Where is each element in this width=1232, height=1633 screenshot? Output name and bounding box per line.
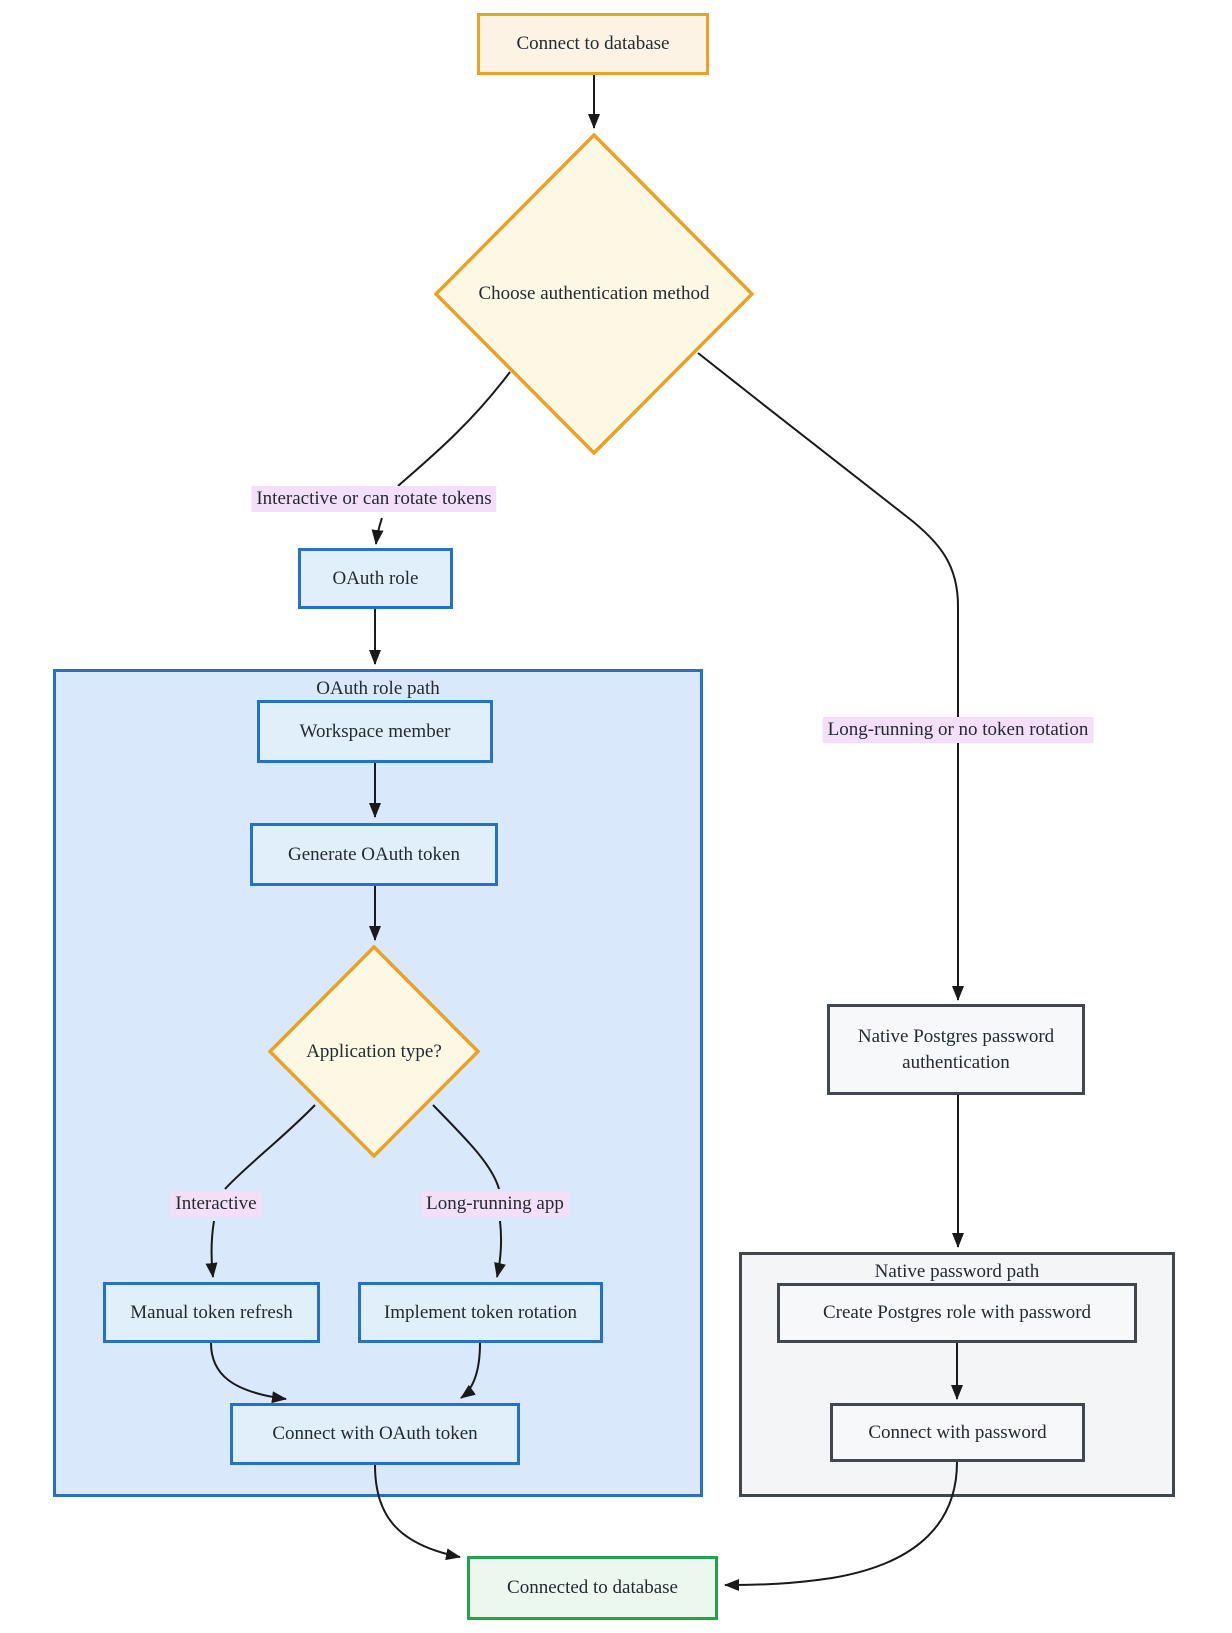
decision-diamond-shape <box>268 945 480 1158</box>
edge-label-long-running-or-no-token-rotation: Long-running or no token rotation <box>822 717 1094 743</box>
decision-application-type: Application type? <box>268 945 480 1158</box>
subgraph-native-password-path-title: Native password path <box>874 1261 1040 1282</box>
node-connect-with-oauth-token-label: Connect with OAuth token <box>272 1423 478 1445</box>
edge-manual-to-connect-oauth <box>210 1342 287 1404</box>
node-workspace-member: Workspace member <box>257 700 493 763</box>
node-connect-to-database: Connect to database <box>477 13 709 75</box>
node-oauth-role-label: OAuth role <box>332 567 419 589</box>
node-connected-to-database-label: Connected to database <box>507 1577 678 1599</box>
node-native-postgres-auth: Native Postgres password authentication <box>827 1004 1085 1095</box>
node-implement-token-rotation-label: Implement token rotation <box>383 1301 578 1323</box>
node-create-postgres-role: Create Postgres role with password <box>777 1283 1137 1343</box>
decision-application-type-label: Application type? <box>306 1040 442 1062</box>
edge-label-to-manual-refresh <box>205 1220 218 1278</box>
edge-connect-oauth-to-end <box>374 1464 461 1561</box>
edge-label-to-oauth-role <box>371 517 384 545</box>
node-implement-token-rotation: Implement token rotation <box>358 1282 603 1343</box>
edge-label-to-token-rotation <box>494 1220 506 1278</box>
node-connect-with-password: Connect with password <box>830 1403 1085 1462</box>
node-manual-token-refresh: Manual token refresh <box>103 1282 320 1343</box>
edge-rotation-to-connect-oauth <box>460 1342 481 1399</box>
edge-label-interactive: Interactive <box>170 1191 262 1217</box>
node-generate-oauth-token-label: Generate OAuth token <box>288 843 460 865</box>
decision-diamond-shape <box>434 133 754 455</box>
edge-apptype-to-label-longrunning <box>432 1104 500 1190</box>
edge-connect-password-to-end <box>724 1461 958 1591</box>
node-workspace-member-label: Workspace member <box>299 720 451 742</box>
node-create-postgres-role-label: Create Postgres role with password <box>822 1302 1092 1324</box>
edge-choose-to-label-interactive-rotate <box>397 371 511 487</box>
edge-apptype-to-label-interactive <box>224 1104 316 1190</box>
node-manual-token-refresh-label: Manual token refresh <box>130 1301 293 1323</box>
edge-label-long-running-app: Long-running app <box>421 1191 569 1217</box>
node-connect-with-password-label: Connect with password <box>868 1421 1047 1443</box>
subgraph-oauth-role-path-title: OAuth role path <box>316 678 440 699</box>
edge-label-interactive-or-can-rotate-tokens: Interactive or can rotate tokens <box>251 486 497 512</box>
decision-choose-authentication-method: Choose authentication method <box>434 133 754 455</box>
node-connected-to-database: Connected to database <box>467 1556 718 1620</box>
node-connect-with-oauth-token: Connect with OAuth token <box>230 1403 520 1465</box>
edge-choose-to-native-auth <box>697 352 964 1001</box>
node-connect-to-database-label: Connect to database <box>516 33 670 55</box>
node-native-postgres-auth-label: Native Postgres password authentication <box>857 1025 1055 1073</box>
decision-choose-authentication-method-label: Choose authentication method <box>478 283 710 304</box>
node-oauth-role: OAuth role <box>298 548 453 609</box>
node-generate-oauth-token: Generate OAuth token <box>250 823 498 886</box>
